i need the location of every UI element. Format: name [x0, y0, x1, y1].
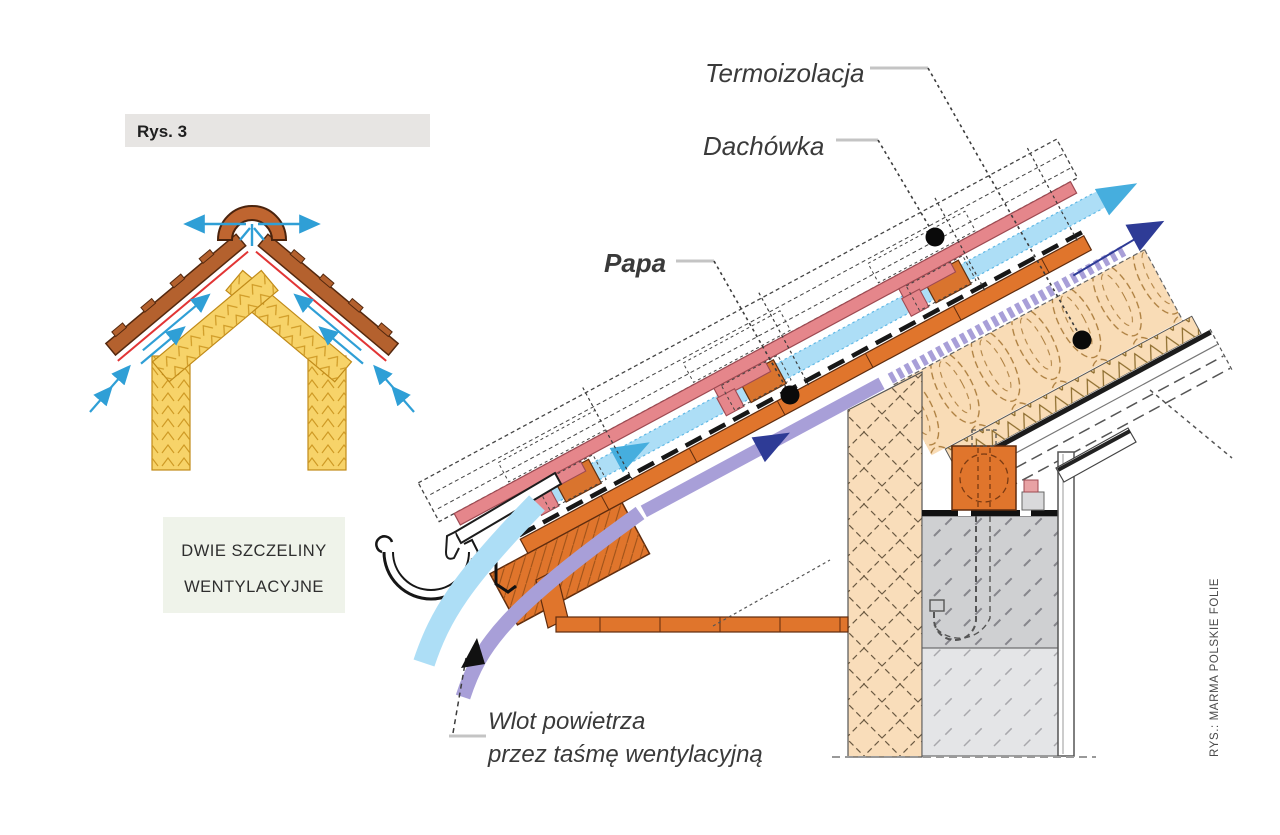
cyan-inlet-stream	[413, 495, 545, 667]
flashing-drip-hook	[444, 531, 460, 560]
mini-airflow-arrow	[318, 326, 364, 365]
label-papa: Papa	[604, 248, 666, 278]
ring-beam-hatch	[922, 516, 1060, 648]
tile-overlap-outline	[682, 310, 792, 384]
label-termoizolacja: Termoizolacja	[705, 58, 864, 88]
lower-vent-airflow-dashed	[887, 244, 1130, 384]
soffit-dotted-guide	[712, 559, 831, 627]
label-wlot-line2: przez taśmę wentylacyjną	[487, 741, 763, 768]
tiles-joint-line	[430, 153, 1063, 496]
wlot-arrowhead	[461, 638, 485, 668]
label-dachowka: Dachówka	[703, 131, 824, 161]
insulation-end-cut	[1144, 249, 1184, 322]
batten-station	[898, 254, 977, 317]
purple-inlet-stream	[455, 506, 645, 700]
ceiling-board-dashed	[983, 355, 1224, 486]
wall-masonry-hatch	[922, 648, 1060, 756]
label-wlot-line1: Wlot powietrza	[488, 708, 645, 735]
thermal-insulation-coils	[893, 249, 1183, 456]
mini-tile-step	[376, 322, 393, 338]
plate-gap	[1020, 510, 1031, 516]
note-line-2: WENTYLACYJNE	[184, 578, 324, 596]
mini-ridge-arrows	[183, 214, 321, 246]
darkblue-arrowhead-top	[1125, 220, 1165, 252]
figure-label: Rys. 3	[137, 122, 187, 141]
main-section-drawing	[375, 138, 1237, 758]
soffit-joints	[599, 617, 841, 632]
tile-overlap-outline	[867, 210, 977, 284]
gutter-bead	[375, 535, 394, 554]
ridge-mini-diagram	[89, 205, 415, 471]
wall-exterior-insulation-hatch	[848, 372, 922, 757]
gutter-bracket	[494, 562, 517, 594]
inner-lining	[1057, 451, 1075, 757]
batten-stations	[528, 254, 977, 517]
wall-top-plate	[922, 510, 1060, 516]
tile-nose-dashed	[905, 254, 977, 312]
fascia-flashing	[453, 471, 563, 545]
annotation-labels: Termoizolacja Dachówka Papa Wlot powietr…	[487, 58, 864, 768]
papa-membrane-line	[470, 230, 1083, 563]
ceiling-board-dashed	[990, 367, 1231, 498]
corner-board	[1055, 427, 1137, 483]
darkblue-arrow-shaft	[1072, 236, 1138, 277]
ceiling-board-line	[977, 344, 1218, 475]
figure-label-bar: Rys. 3	[125, 114, 430, 147]
tiles-joint-line	[437, 167, 1071, 510]
tile-nose-dashed	[535, 454, 607, 511]
credit-vertical-text: RYS.: MARMA POLSKIE FOLIE	[1209, 578, 1221, 757]
spacer-block	[1021, 491, 1045, 511]
ventilation-note-box: DWIE SZCZELINY WENTYLACYJNE	[163, 517, 345, 613]
section-break-dashed	[1149, 389, 1233, 459]
cyan-arrowhead-mid	[609, 442, 650, 473]
mini-membrane-line	[255, 250, 387, 362]
airflow-band-edge	[541, 209, 1101, 512]
tile-nose	[898, 260, 957, 301]
underlay-strip-hatch	[945, 316, 1202, 467]
mini-airflow-arrow	[293, 293, 362, 352]
note-box-background	[163, 517, 345, 613]
ceiling-end-cut	[1209, 328, 1233, 370]
roof-slope-layers	[417, 138, 1237, 626]
leader-stubs	[449, 66, 928, 738]
papa-dot	[780, 385, 800, 405]
annotation-leaders	[449, 66, 1092, 738]
wlot-leader-dashed	[452, 657, 467, 734]
anchor-bolt-outline	[933, 516, 991, 639]
tile-nose	[713, 360, 772, 400]
termoizolacja-dot	[1072, 330, 1092, 350]
wall-assembly	[832, 371, 1137, 758]
soffit-board	[555, 616, 849, 633]
wall-plate-timber	[951, 445, 1017, 511]
batten-station	[713, 354, 792, 417]
sheathing-joints	[600, 258, 1050, 510]
anchor-nut	[929, 599, 945, 612]
note-line-1: DWIE SZCZELINY	[181, 542, 326, 560]
anchor-bolt	[933, 516, 978, 641]
corner-board-black-line	[1057, 429, 1131, 472]
airflow-band-edge	[532, 193, 1093, 496]
seal-block	[1023, 479, 1039, 493]
mini-tile-step	[289, 248, 306, 265]
darkblue-arrowhead-mid	[751, 432, 790, 463]
mini-eaves-arrows	[89, 364, 415, 413]
figure-bar-background	[125, 114, 430, 147]
mini-tile-step	[347, 297, 364, 313]
bolt-top-dashed	[971, 429, 997, 447]
gutter-lip	[463, 538, 479, 553]
plate-gap	[958, 510, 971, 516]
timber-growth-rings	[959, 453, 1009, 503]
ceiling-black-line	[968, 330, 1212, 465]
sheathing-board	[519, 235, 1093, 555]
dachowka-dot	[925, 227, 945, 247]
tile-batten-strip	[453, 180, 1078, 526]
cyan-arrowhead-top	[1094, 183, 1138, 216]
air-inlet-streams	[413, 495, 645, 700]
mini-tile-step	[318, 273, 335, 289]
leader-dotted-lines	[713, 67, 1081, 392]
